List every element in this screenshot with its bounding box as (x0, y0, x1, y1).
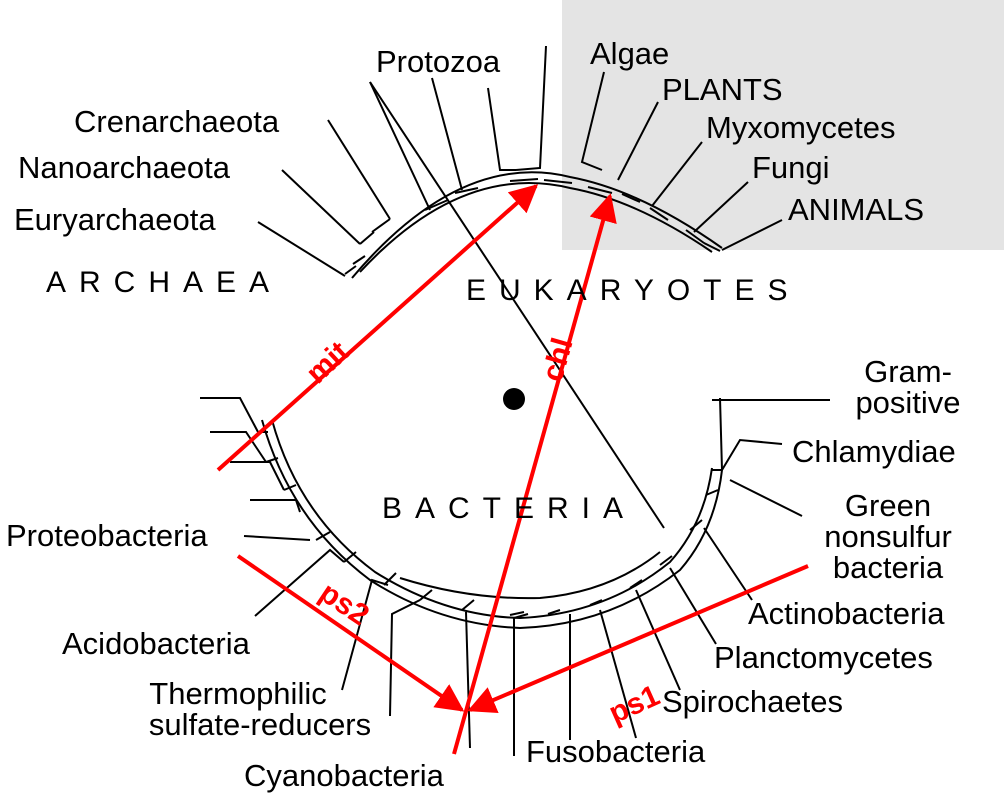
group-archaea: ARCHAEA (46, 266, 283, 299)
bacteria-leaf-lines (200, 397, 830, 756)
label-plants: PLANTS (662, 72, 783, 107)
chl-arrow (452, 193, 617, 755)
label-green-line2: nonsulfur (824, 519, 952, 554)
label-thermophilic-sulfate-reducers: Thermophilic sulfate-reducers (120, 678, 400, 740)
ps2-arrow (236, 554, 465, 712)
label-actinobacteria: Actinobacteria (748, 596, 945, 631)
root-node (503, 388, 525, 410)
label-myxomycetes: Myxomycetes (706, 110, 896, 145)
label-protozoa: Protozoa (376, 44, 501, 79)
root-axis-line (369, 81, 665, 529)
group-eukaryotes: EUKARYOTES (466, 274, 801, 307)
label-cyanobacteria: Cyanobacteria (244, 758, 444, 793)
archaea-eukaryote-leaf-lines (257, 45, 783, 277)
label-algae: Algae (590, 36, 670, 71)
label-nanoarchaeota: Nanoarchaeota (18, 150, 230, 185)
label-green-line3: bacteria (832, 550, 944, 585)
label-crenarchaeota: Crenarchaeota (74, 104, 280, 139)
label-thermo-line1: Thermophilic (149, 676, 327, 711)
mit-arrow (216, 184, 539, 472)
label-gram-positive: Gram- positive (836, 356, 980, 418)
label-animals: ANIMALS (788, 192, 925, 227)
label-green-nonsulfur-bacteria: Green nonsulfur bacteria (800, 490, 976, 583)
gene-transfer-arrows (216, 184, 809, 755)
label-thermo-line2: sulfate-reducers (148, 707, 372, 742)
label-green-line1: Green (844, 488, 932, 523)
label-euryarchaeota: Euryarchaeota (14, 202, 216, 237)
label-planctomycetes: Planctomycetes (714, 640, 933, 675)
label-gram-positive-line2: positive (855, 385, 961, 420)
ps1-arrow (467, 564, 809, 714)
label-acidobacteria: Acidobacteria (62, 626, 250, 661)
label-spirochaetes: Spirochaetes (662, 684, 843, 719)
group-bacteria: BACTERIA (382, 492, 637, 525)
label-fungi: Fungi (752, 150, 830, 185)
label-fusobacteria: Fusobacteria (526, 734, 706, 769)
archaea-eukaryote-arc (344, 171, 723, 279)
label-gram-positive-line1: Gram- (864, 354, 952, 389)
label-chlamydiae: Chlamydiae (792, 434, 956, 469)
label-proteobacteria: Proteobacteria (6, 518, 208, 553)
